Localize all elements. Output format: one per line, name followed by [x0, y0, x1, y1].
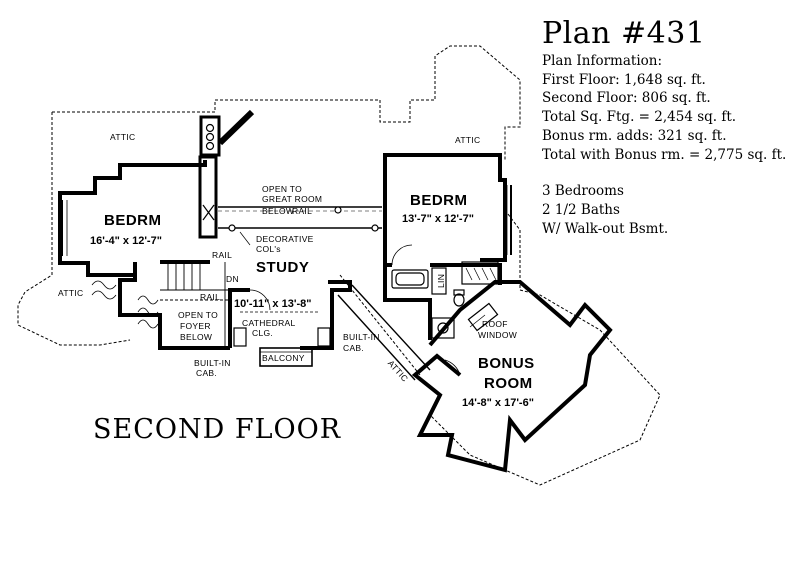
plan-feature: 3 Bedrooms — [542, 183, 624, 200]
attic-label: ATTIC — [455, 135, 480, 145]
bedroom-1-name: BEDRM — [104, 212, 162, 229]
bonus-room-name: BONUS — [478, 355, 535, 372]
bonus-room-dimensions: 14'-8" x 17'-6" — [462, 397, 534, 409]
rail-label: RAIL — [200, 292, 220, 302]
study-dimensions: 10'-11" x 13'-8" — [234, 298, 311, 310]
plan-feature: W/ Walk-out Bsmt. — [542, 220, 669, 237]
open-foyer-label: OPEN TO — [178, 310, 218, 320]
plan-info-line: First Floor: 1,648 sq. ft. — [542, 71, 706, 88]
attic-label: ATTIC — [110, 132, 135, 142]
plan-info-heading: Plan Information: — [542, 53, 663, 69]
fixtures — [61, 123, 512, 381]
built-in-cabinet-label: CAB. — [343, 343, 364, 353]
roof-window-label: WINDOW — [478, 330, 517, 340]
plan-info-line: Total Sq. Ftg. = 2,454 sq. ft. — [542, 109, 737, 126]
cathedral-ceiling-label: CLG. — [252, 328, 273, 338]
plan-labels: ATTIC ATTIC ATTIC ATTIC OPEN TO GREAT RO… — [58, 132, 535, 445]
open-foyer-label: BELOW — [180, 332, 212, 342]
cathedral-ceiling-label: CATHEDRAL — [242, 318, 296, 328]
plan-info-line: Bonus rm. adds: 321 sq. ft. — [542, 127, 727, 144]
plan-info-line: Second Floor: 806 sq. ft. — [542, 90, 711, 107]
study-name: STUDY — [256, 259, 309, 276]
stair-down-label: DN — [226, 274, 239, 284]
bedroom-2-name: BEDRM — [410, 192, 468, 209]
plan-info-line: Total with Bonus rm. = 2,775 sq. ft. — [542, 146, 787, 163]
built-in-cabinet-label: CAB. — [196, 368, 217, 378]
balcony-label: BALCONY — [262, 353, 305, 363]
floor-caption: SECOND FLOOR — [93, 414, 341, 445]
plan-title: Plan #431 — [542, 16, 706, 51]
rail-label: RAIL — [292, 206, 312, 216]
linen-closet-label: LIN — [436, 274, 446, 288]
plan-information-panel: Plan #431 Plan Information: First Floor:… — [542, 16, 792, 238]
rail-label: RAIL — [212, 250, 232, 260]
attic-label: ATTIC — [58, 288, 83, 298]
plan-feature: 2 1/2 Baths — [542, 201, 620, 218]
bonus-room-name: ROOM — [484, 375, 533, 392]
bedroom-2-dimensions: 13'-7" x 12'-7" — [402, 213, 474, 225]
open-great-room-label: GREAT ROOM — [262, 194, 322, 204]
roof-window-label: ROOF — [482, 319, 508, 329]
open-foyer-label: FOYER — [180, 321, 211, 331]
walls — [58, 109, 613, 473]
open-great-room-label: BELOW — [262, 206, 294, 216]
built-in-cabinet-label: BUILT-IN — [194, 358, 231, 368]
built-in-cabinet-label: BUILT-IN — [343, 332, 380, 342]
open-great-room-label: OPEN TO — [262, 184, 302, 194]
decorative-columns-label: COL's — [256, 244, 281, 254]
decorative-columns-label: DECORATIVE — [256, 234, 314, 244]
bedroom-1-dimensions: 16'-4" x 12'-7" — [90, 235, 162, 247]
